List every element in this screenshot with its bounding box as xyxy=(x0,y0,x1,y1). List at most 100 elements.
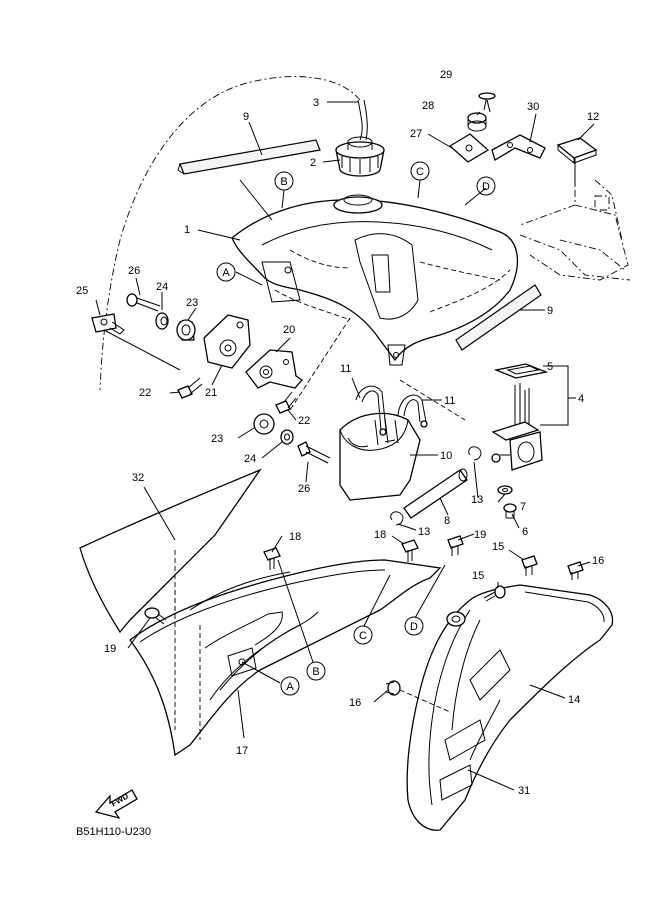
callout-32: 32 xyxy=(132,472,144,484)
bolt-29 xyxy=(478,92,496,111)
leader-lines xyxy=(95,99,595,791)
callout-26-upper: 26 xyxy=(128,265,140,277)
bolt-26-upper xyxy=(126,293,161,312)
callout-22-right: 22 xyxy=(298,415,310,427)
callout-21: 21 xyxy=(205,387,217,399)
damper-23-upper xyxy=(176,319,196,341)
bracket-30 xyxy=(491,134,546,161)
callout-22-left: 22 xyxy=(139,387,151,399)
bolt-15-upper xyxy=(521,555,538,576)
fuel-tank xyxy=(231,199,519,366)
bolt-18-left xyxy=(263,547,281,570)
case-10 xyxy=(339,412,421,501)
callout-13-right: 13 xyxy=(471,494,483,506)
callout-6: 6 xyxy=(522,526,528,538)
bolt-22-left xyxy=(177,377,203,399)
ref-a-lower: A xyxy=(280,676,300,696)
side-cover-32 xyxy=(79,468,262,634)
strap-11-right xyxy=(397,394,428,428)
callout-30: 30 xyxy=(527,101,539,113)
callout-4: 4 xyxy=(578,393,584,405)
callout-19-left: 19 xyxy=(104,643,116,655)
diagram-code: B51H110-U230 xyxy=(76,826,151,838)
callout-24-upper: 24 xyxy=(156,281,168,293)
callout-5: 5 xyxy=(547,361,553,373)
rubber-band-upper xyxy=(177,139,321,175)
callout-26-lower: 26 xyxy=(298,483,310,495)
callout-7: 7 xyxy=(520,501,526,513)
clip-13-upper xyxy=(468,446,482,461)
callout-15-lower: 15 xyxy=(472,570,484,582)
fwd-arrow-icon: FWD xyxy=(94,789,138,820)
callout-11-left: 11 xyxy=(340,363,351,375)
callout-31: 31 xyxy=(518,785,530,797)
callout-9-lower: 9 xyxy=(547,305,553,317)
filler-neck xyxy=(333,194,383,214)
callout-23-upper: 23 xyxy=(186,297,198,309)
gasket-5 xyxy=(493,363,549,379)
ref-b-lower-label: B xyxy=(312,666,319,678)
bolt-26-lower xyxy=(297,441,331,464)
callout-24-lower: 24 xyxy=(244,453,256,465)
washer-7 xyxy=(497,485,513,495)
ref-d-upper: D xyxy=(476,176,496,196)
callout-8: 8 xyxy=(444,515,450,527)
ref-a-upper: A xyxy=(216,262,236,282)
callout-18-right: 18 xyxy=(374,529,386,541)
tank-scoop-right xyxy=(406,584,614,831)
ref-d-lower: D xyxy=(404,616,424,636)
bolt-15-lower xyxy=(483,585,506,602)
breather-hose xyxy=(99,76,368,391)
ref-a-upper-label: A xyxy=(222,267,230,279)
bracket-27 xyxy=(448,133,490,163)
part-callouts: 1 2 3 4 5 6 7 8 9 9 10 11 11 12 13 13 14… xyxy=(76,69,604,797)
callout-1: 1 xyxy=(184,224,190,236)
callout-18-left: 18 xyxy=(289,531,301,543)
pad-12 xyxy=(556,137,598,165)
collar-24-upper xyxy=(155,312,169,330)
bolt-22-right xyxy=(275,391,297,414)
callout-13-left: 13 xyxy=(418,526,430,538)
callout-19-right: 19 xyxy=(474,529,486,541)
bracket-20 xyxy=(245,349,303,389)
callout-10: 10 xyxy=(440,450,452,462)
callout-15-upper: 15 xyxy=(492,541,504,553)
damper-23-lower xyxy=(253,413,275,435)
callout-9-upper: 9 xyxy=(243,111,249,123)
ref-c-upper-label: C xyxy=(416,166,424,178)
callout-23-lower: 23 xyxy=(211,433,223,445)
ref-c-lower: C xyxy=(353,625,373,645)
ref-d-upper-label: D xyxy=(482,181,490,193)
rivet-19-left xyxy=(144,607,167,625)
callout-29: 29 xyxy=(440,69,452,81)
hose-8 xyxy=(403,468,468,519)
callout-28: 28 xyxy=(422,100,434,112)
tank-scoop-left xyxy=(129,559,442,757)
ref-b-upper: B xyxy=(274,171,294,191)
rivet-16-upper xyxy=(567,561,584,580)
callout-11-right: 11 xyxy=(444,395,455,407)
screw-6 xyxy=(503,503,517,519)
collar-24-lower xyxy=(280,429,294,445)
rubber-band-lower xyxy=(455,284,542,351)
fuel-cock xyxy=(491,383,543,471)
callout-2: 2 xyxy=(310,157,316,169)
callout-3: 3 xyxy=(313,97,319,109)
ref-c-upper: C xyxy=(410,161,430,181)
ref-d-lower-label: D xyxy=(410,621,418,633)
callout-14: 14 xyxy=(568,694,580,706)
callout-25: 25 xyxy=(76,285,88,297)
ref-a-lower-label: A xyxy=(286,681,294,693)
frame-outline xyxy=(519,175,631,281)
callout-16-upper: 16 xyxy=(592,555,604,567)
callout-17: 17 xyxy=(236,745,248,757)
bolt-18-right xyxy=(401,539,419,562)
ref-b-lower: B xyxy=(306,661,326,681)
callout-12: 12 xyxy=(587,111,599,123)
strap-11-left xyxy=(355,385,387,436)
collar-28 xyxy=(467,112,487,132)
bracket-21 xyxy=(203,314,251,369)
rivet-16-lower xyxy=(385,680,401,696)
ref-b-upper-label: B xyxy=(280,176,287,188)
